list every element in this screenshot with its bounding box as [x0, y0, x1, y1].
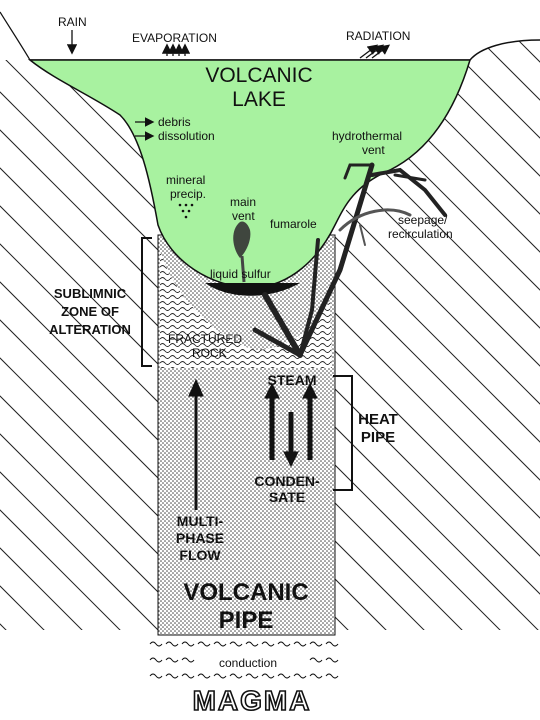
main-vent-label-line1: main — [230, 195, 256, 209]
heat-pipe-arrows — [264, 382, 318, 468]
debris-label: debris — [158, 115, 191, 129]
sublimnic-label-line3: ALTERATION — [49, 322, 131, 337]
seepage-label-line2: recirculation — [388, 227, 453, 241]
condensate-label-line1: CONDEN- — [254, 473, 320, 489]
fractured-rock-label-line1: FRACTURED — [168, 332, 242, 346]
liquid-sulfur-pool — [205, 283, 300, 296]
sublimnic-label-line2: ZONE OF — [61, 304, 119, 319]
sublimnic-bracket — [141, 237, 152, 367]
fractured-rock-label-line2: ROCK — [192, 346, 227, 360]
hydrothermal-label-line1: hydrothermal — [332, 129, 402, 143]
heat-pipe-bracket — [333, 375, 353, 491]
steam-label: STEAM — [268, 372, 317, 388]
mineral-label-line1: mineral — [166, 173, 205, 187]
dissolution-label: dissolution — [158, 129, 215, 143]
ground-surface-line — [30, 39, 540, 61]
volcanic-pipe-label-line1: VOLCANIC — [183, 579, 308, 606]
seepage-label-line1: seepage/ — [398, 213, 448, 227]
rain-label: RAIN — [58, 15, 87, 29]
radiation-label: RADIATION — [346, 29, 410, 43]
main-vent-plume — [233, 221, 251, 258]
main-vent-label-line2: vent — [232, 209, 255, 223]
alteration-zone — [160, 250, 332, 368]
volcanic-pipe-label-line2: PIPE — [219, 607, 274, 634]
multiphase-flow-arrow — [188, 378, 204, 510]
fumarole-label: fumarole — [270, 217, 317, 231]
condensate-label-line2: SATE — [269, 489, 305, 505]
heat-pipe-label-line2: PIPE — [361, 429, 395, 446]
sublimnic-label-line1: SUBLIMNIC — [54, 286, 127, 301]
evaporation-arrows — [161, 43, 191, 56]
magma-label: MAGMA — [193, 685, 312, 716]
lake-title-line1: VOLCANIC — [205, 64, 312, 87]
lake-title-line2: LAKE — [232, 88, 286, 111]
conduction-squiggles — [149, 641, 339, 679]
heat-pipe-label-line1: HEAT — [358, 411, 398, 428]
left-surface-line — [0, 11, 31, 61]
multiphase-label-line3: FLOW — [179, 547, 221, 563]
fractures — [252, 162, 447, 359]
mineral-precip-dots — [178, 203, 194, 219]
multiphase-label-line2: PHASE — [176, 530, 224, 546]
evaporation-label: EVAPORATION — [132, 31, 217, 45]
conduction-label: conduction — [219, 656, 277, 670]
multiphase-label-line1: MULTI- — [177, 513, 224, 529]
mineral-label-line2: precip. — [170, 187, 206, 201]
radiation-arrows — [359, 44, 391, 59]
main-vent-stem — [240, 255, 246, 283]
hydrothermal-label-line2: vent — [362, 143, 385, 157]
liquid-sulfur-label: liquid sulfur — [210, 267, 271, 281]
